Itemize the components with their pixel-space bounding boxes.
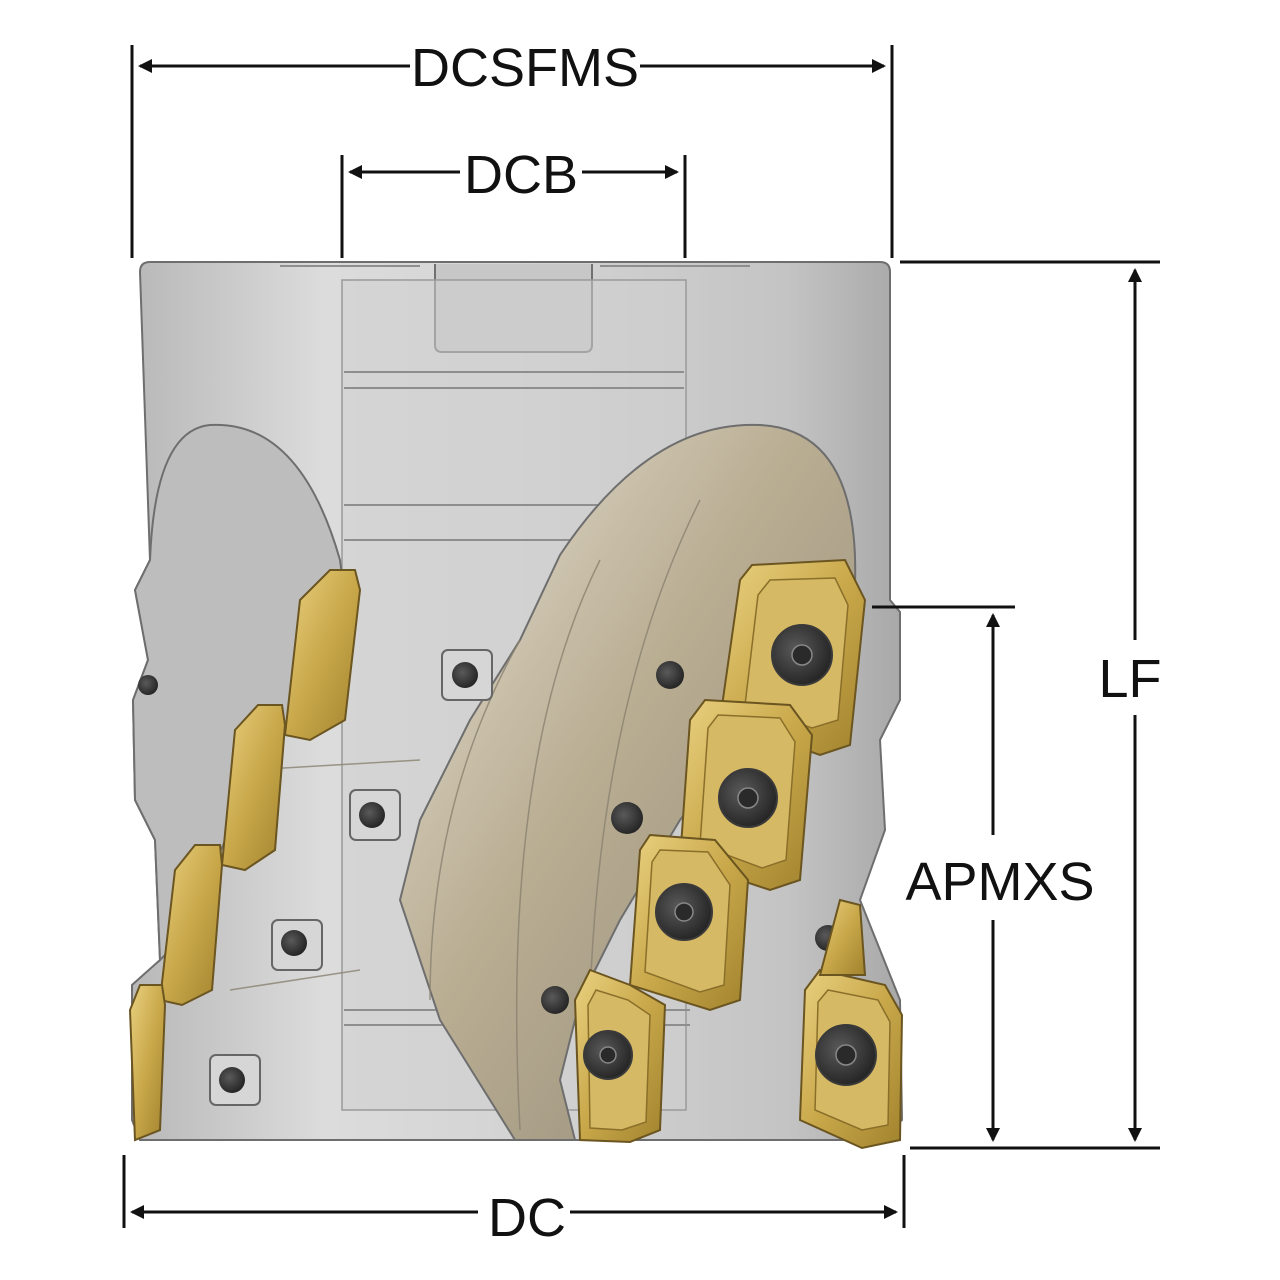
dimension-label-apmxs: APMXS bbox=[905, 852, 1094, 912]
dimension-lines bbox=[122, 45, 1160, 1228]
dimension-labels: DCSFMS DCB LF APMXS DC bbox=[411, 38, 1162, 1248]
insert-left-3 bbox=[158, 844, 224, 1007]
insert-edge-right bbox=[818, 898, 867, 976]
left-inserts bbox=[128, 569, 362, 1142]
cutter-body bbox=[131, 261, 904, 1141]
dimension-label-dc: DC bbox=[488, 1188, 566, 1248]
dimension-label-lf: LF bbox=[1098, 649, 1161, 709]
dimension-label-dcsfms: DCSFMS bbox=[411, 38, 639, 98]
insert-left-1 bbox=[283, 569, 362, 742]
insert-face-1 bbox=[718, 558, 867, 757]
helix-lines bbox=[229, 499, 701, 1131]
insert-face-4 bbox=[573, 968, 667, 1144]
face-inserts bbox=[573, 558, 904, 1150]
insert-face-3 bbox=[628, 833, 750, 1012]
coolant-holes bbox=[138, 661, 841, 1014]
insert-face-5 bbox=[798, 968, 904, 1150]
screw-pockets bbox=[209, 649, 493, 1106]
insert-left-4 bbox=[128, 984, 167, 1142]
dimension-label-dcb: DCB bbox=[464, 145, 578, 205]
insert-left-2 bbox=[220, 704, 287, 872]
